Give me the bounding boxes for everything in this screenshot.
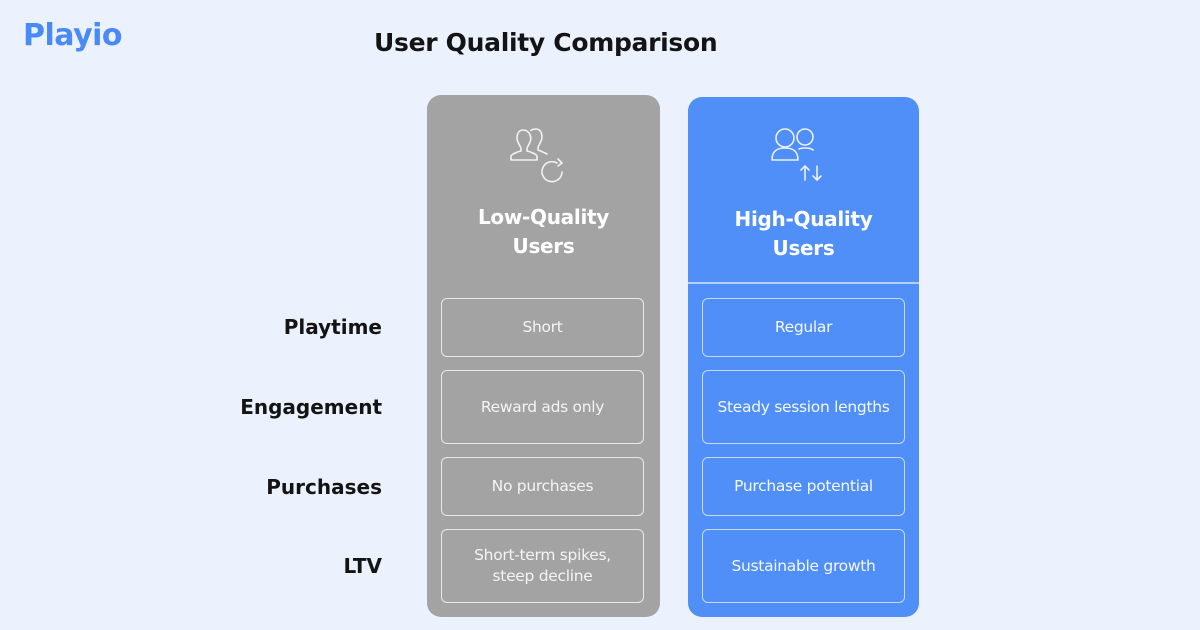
low-quality-title: Low-Quality Users	[427, 203, 660, 261]
brand-logo[interactable]: Playio	[23, 18, 123, 53]
row-label-engagement: Engagement	[240, 395, 382, 419]
high-cell-purchases: Purchase potential	[702, 457, 905, 516]
high-cell-engagement: Steady session lengths	[702, 370, 905, 444]
low-quality-header: Low-Quality Users	[427, 95, 660, 281]
low-cell-ltv: Short-term spikes, steep decline	[441, 529, 644, 603]
high-quality-title-line1: High-Quality	[734, 207, 873, 231]
high-quality-title: High-Quality Users	[688, 205, 919, 263]
high-cell-playtime: Regular	[702, 298, 905, 357]
page-title: User Quality Comparison	[374, 28, 718, 57]
low-quality-title-line2: Users	[512, 234, 575, 258]
low-cell-purchases: No purchases	[441, 457, 644, 516]
users-up-down-icon	[770, 128, 822, 181]
row-label-purchases: Purchases	[266, 475, 382, 499]
high-quality-header: High-Quality Users	[688, 97, 919, 284]
row-label-ltv: LTV	[343, 554, 382, 578]
high-quality-column: High-Quality Users Regular Steady sessio…	[688, 97, 919, 617]
high-quality-title-line2: Users	[772, 236, 835, 260]
high-cell-ltv: Sustainable growth	[702, 529, 905, 603]
low-cell-engagement: Reward ads only	[441, 370, 644, 444]
users-refresh-icon	[509, 128, 563, 183]
row-label-playtime: Playtime	[283, 315, 382, 339]
low-quality-column: Low-Quality Users Short Reward ads only …	[427, 95, 660, 617]
low-cell-playtime: Short	[441, 298, 644, 357]
low-quality-title-line1: Low-Quality	[477, 205, 609, 229]
